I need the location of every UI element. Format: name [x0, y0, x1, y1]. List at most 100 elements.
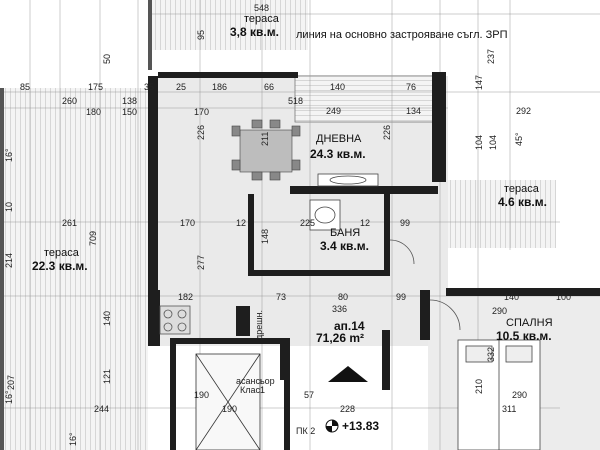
dim-85: 85 — [20, 82, 30, 92]
dim-76: 76 — [406, 82, 416, 92]
dim-66: 66 — [264, 82, 274, 92]
dim-214: 214 — [4, 253, 14, 268]
dim-100: 100 — [556, 292, 571, 302]
terrace-top-floor — [148, 0, 308, 50]
bedroom-area: 10.5 кв.м. — [496, 329, 552, 343]
dim-140c: 140 — [102, 311, 112, 326]
terrace-left-area: 22.3 кв.м. — [32, 259, 88, 273]
dim-260: 260 — [62, 96, 77, 106]
dim-104b: 104 — [488, 135, 498, 150]
dim-35a: 35 — [144, 82, 154, 92]
dim-277: 277 — [196, 255, 206, 270]
dim-16b: 16° — [4, 390, 14, 404]
dim-134: 134 — [406, 106, 421, 116]
elevator-sub: Клас1 — [240, 385, 265, 395]
dim-211: 211 — [260, 132, 270, 146]
dim-249: 249 — [326, 106, 341, 116]
door-arc-bedroom — [429, 299, 461, 331]
living-area: 24.3 кв.м. — [310, 147, 366, 161]
dim-548: 548 — [254, 3, 269, 13]
dim-175: 175 — [88, 82, 103, 92]
bedroom-name: СПАЛНЯ — [506, 317, 553, 329]
terrace-left-floor — [0, 88, 148, 450]
dim-10: 10 — [4, 202, 14, 212]
terrace-top-edge — [148, 0, 152, 70]
stair-label: ПК 2 — [296, 426, 315, 436]
bath-name: БАНЯ — [330, 227, 360, 239]
dim-518: 518 — [288, 96, 303, 106]
horizontal-dims: 548 85 175 35 25 186 66 140 76 260 180 1… — [20, 3, 571, 414]
level-height: +13.83 — [342, 419, 379, 433]
dim-190a: 190 — [194, 390, 209, 400]
dim-12a: 12 — [236, 218, 246, 228]
bath-fixtures — [309, 173, 379, 231]
dim-138: 138 — [122, 96, 137, 106]
dim-80: 80 — [338, 292, 348, 302]
dim-332: 332 — [486, 347, 496, 362]
dim-95: 95 — [196, 30, 206, 40]
dim-140a: 140 — [330, 82, 345, 92]
terrace-right-name: тераса — [504, 183, 540, 195]
dim-45: 45° — [514, 132, 524, 146]
dim-709: 709 — [88, 231, 98, 246]
dim-150: 150 — [122, 107, 137, 117]
dim-292: 292 — [516, 106, 531, 116]
dim-290b: 290 — [512, 390, 527, 400]
terrace-right-area: 4.6 кв.м. — [498, 195, 547, 209]
dim-148: 148 — [260, 229, 270, 244]
dim-16c: 16° — [68, 432, 78, 446]
dim-180: 180 — [86, 107, 101, 117]
dim-244: 244 — [94, 404, 109, 414]
vertical-dims: 95 50 147 237 104 104 45° 226 226 211 27… — [4, 30, 524, 446]
kitchen-stove — [159, 305, 191, 335]
dim-147: 147 — [474, 75, 484, 90]
level-marker-icon — [325, 419, 339, 433]
dim-290: 290 — [492, 306, 507, 316]
terrace-top-area: 3,8 кв.м. — [230, 25, 279, 39]
elevator-shaft — [195, 353, 261, 450]
dim-25a: 25 — [176, 82, 186, 92]
dim-50: 50 — [102, 54, 112, 64]
living-name: ДНЕВНА — [316, 133, 362, 145]
dim-16a: 16° — [4, 148, 14, 162]
dim-237: 237 — [486, 49, 496, 64]
dim-190b: 190 — [222, 404, 237, 414]
dim-57: 57 — [304, 390, 314, 400]
terrace-top-name: тераса — [244, 13, 280, 25]
dim-121: 121 — [102, 369, 112, 384]
apartment-area: 71,26 m² — [316, 331, 364, 345]
dim-99b: 99 — [396, 292, 406, 302]
apartment-id: ап.14 — [334, 319, 365, 333]
bath-area: 3.4 кв.м. — [320, 239, 369, 253]
dim-311: 311 — [502, 404, 516, 414]
dim-99: 99 — [400, 218, 410, 228]
stair-arrow-icon — [328, 366, 368, 382]
dim-140b: 140 — [504, 292, 519, 302]
dim-170a: 170 — [194, 107, 209, 117]
dim-226a: 226 — [196, 125, 206, 140]
terrace-right-floor — [448, 180, 556, 248]
elevator-name: асансьор — [236, 376, 275, 386]
dim-228: 228 — [340, 404, 355, 414]
terrace-left-name: тераса — [44, 247, 80, 259]
walls — [148, 72, 600, 450]
terrace-left-edge — [0, 88, 4, 450]
dim-12b: 12 — [360, 218, 370, 228]
dim-104a: 104 — [474, 135, 484, 150]
bed — [457, 339, 541, 450]
dim-207: 207 — [6, 375, 16, 390]
dim-261: 261 — [62, 218, 77, 228]
kitchen-counter-top — [294, 75, 436, 123]
dim-226b: 226 — [382, 125, 392, 140]
dim-170b: 170 — [180, 218, 195, 228]
dim-186: 186 — [212, 82, 227, 92]
dim-210: 210 — [474, 379, 484, 394]
dim-182: 182 — [178, 292, 193, 302]
dining-table — [231, 119, 301, 181]
door-arc-bath — [389, 239, 415, 265]
dim-336: 336 — [332, 304, 347, 314]
dim-73: 73 — [276, 292, 286, 302]
